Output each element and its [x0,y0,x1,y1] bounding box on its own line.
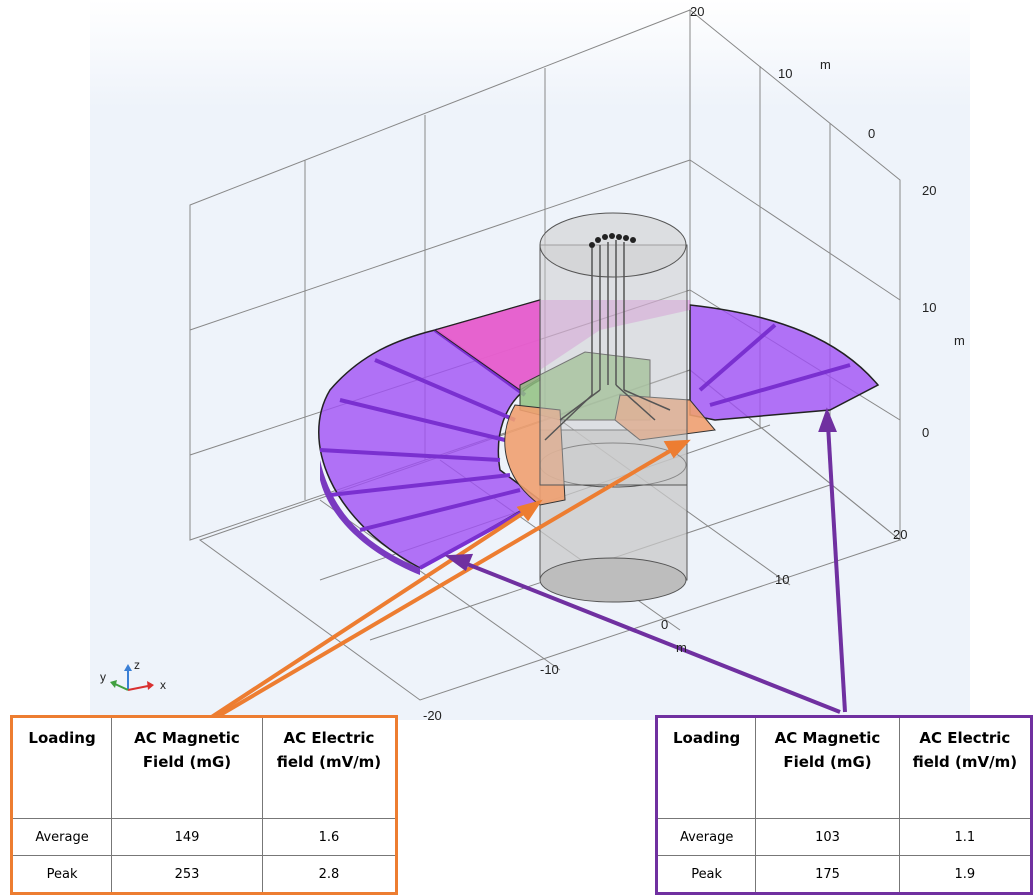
cell-electric: 1.6 [261,818,398,856]
purple-arrows [444,407,847,714]
header-electric: AC Electric field (mV/m) [261,716,398,819]
cell-magnetic: 253 [111,855,263,894]
header-magnetic: AC Magnetic Field (mG) [111,716,263,819]
table-header-row: Loading AC Magnetic Field (mG) AC Electr… [655,716,1033,819]
cell-loading: Average [10,818,113,856]
axis-label: 0 [868,126,876,141]
axis-label: 20 [690,4,705,19]
header-electric: AC Electric field (mV/m) [898,716,1033,819]
triad-label-y: y [100,670,106,684]
axis-triad [110,664,154,691]
header-magnetic: AC Magnetic Field (mG) [755,716,900,819]
cell-loading: Average [655,818,757,856]
cell-magnetic: 149 [111,818,263,856]
pink-region-back [540,300,690,370]
axis-label: 10 [778,66,793,81]
triad-label-z: z [134,658,140,672]
axis-label: 10 [775,572,790,587]
axis-label: 10 [922,300,937,315]
axis-label: m [676,640,687,655]
axis-label: 20 [922,183,937,198]
purple-results-table: Loading AC Magnetic Field (mG) AC Electr… [655,715,1033,895]
cylinder-upper [539,212,688,486]
cell-electric: 1.9 [898,855,1033,894]
cell-electric: 2.8 [261,855,398,894]
orange-results-table: Loading AC Magnetic Field (mG) AC Electr… [10,715,398,895]
table-row: Peak 175 1.9 [655,855,1033,894]
table-row: Average 149 1.6 [10,818,398,856]
cell-electric: 1.1 [898,818,1033,856]
cell-magnetic: 103 [755,818,900,856]
header-loading: Loading [10,716,113,819]
table-row: Peak 253 2.8 [10,855,398,894]
purple-region [318,299,880,575]
axis-label: 20 [893,527,908,542]
cell-loading: Peak [655,855,757,894]
axis-label: -10 [540,662,559,677]
axis-label: 0 [922,425,930,440]
header-loading: Loading [655,716,757,819]
orange-region-left [504,404,566,506]
table-header-row: Loading AC Magnetic Field (mG) AC Electr… [10,716,398,819]
axis-label: 0 [661,617,669,632]
cylinder-lower [539,429,688,603]
axis-label: -20 [423,708,442,723]
orange-arrows [208,439,691,720]
axis-label: m [820,57,831,72]
table-row: Average 103 1.1 [655,818,1033,856]
cell-magnetic: 175 [755,855,900,894]
triad-label-x: x [160,678,166,692]
axis-label: m [954,333,965,348]
cell-loading: Peak [10,855,113,894]
